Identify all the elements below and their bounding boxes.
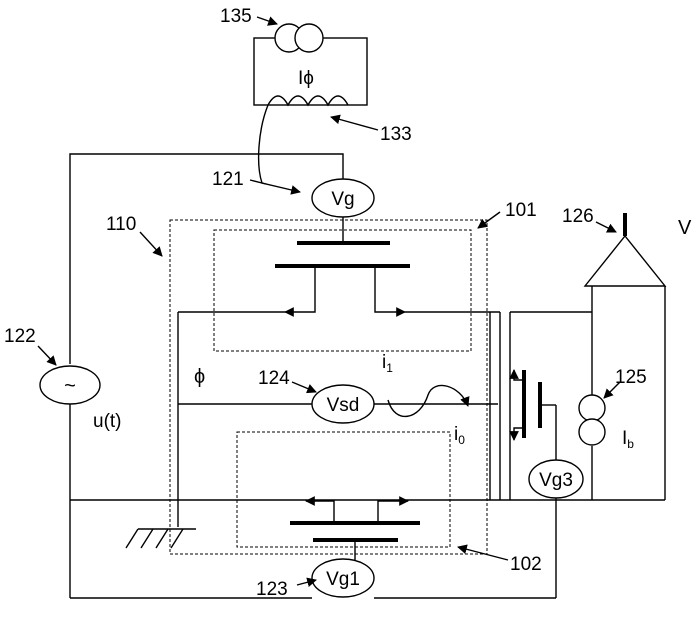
- wire-vg-to-left-rail: [70, 154, 343, 364]
- source-vg3: Vg3: [529, 460, 583, 498]
- triangle-126: [585, 213, 665, 286]
- ib-sub: b: [627, 437, 634, 451]
- i0-sub: 0: [458, 433, 465, 447]
- leader-133: [331, 117, 378, 130]
- ref-124: 124: [258, 368, 290, 389]
- i-phi-label: Iϕ: [298, 68, 314, 89]
- leader-110: [140, 232, 162, 256]
- ref-121: 121: [212, 169, 244, 190]
- region-101: [214, 230, 471, 351]
- ac-tilde: ~: [64, 375, 76, 397]
- ref-126: 126: [562, 206, 594, 227]
- vg3-label: Vg3: [539, 470, 573, 491]
- ref-122: 122: [4, 326, 36, 347]
- source-vg1: Vg1: [312, 559, 374, 597]
- ref-135: 135: [220, 6, 252, 27]
- ut-label: u(t): [93, 411, 122, 432]
- ref-110: 110: [106, 214, 136, 235]
- region-102: [237, 432, 450, 547]
- leader-124: [292, 382, 316, 392]
- ref-102: 102: [510, 554, 542, 575]
- vg1-label: Vg1: [326, 569, 360, 590]
- source-vg: Vg: [312, 179, 374, 217]
- leader-122: [38, 346, 56, 365]
- ib-label: Ib: [622, 428, 634, 451]
- vsd-label: Vsd: [327, 395, 360, 416]
- vg-label: Vg: [331, 189, 354, 210]
- leader-121: [250, 180, 266, 184]
- source-vsd: Vsd: [312, 385, 374, 423]
- current-loop-arrow: [388, 385, 468, 416]
- top-current-loop: [254, 24, 367, 105]
- ref-101: 101: [505, 200, 537, 221]
- transistor-102: [290, 501, 420, 562]
- leader-135: [257, 17, 277, 24]
- source-ac: ~: [40, 366, 100, 404]
- phi-label: ϕ: [194, 366, 205, 388]
- ref-123: 123: [256, 579, 288, 600]
- ref-133: 133: [380, 124, 412, 145]
- ground-symbol: [126, 529, 196, 548]
- v-corner-label: V: [678, 217, 692, 239]
- i1-label: i1: [382, 352, 393, 375]
- ref-125: 125: [615, 367, 647, 388]
- transistor-101: [178, 243, 500, 312]
- i1-sub: 1: [386, 361, 393, 375]
- coil-lead-to-121: [259, 105, 300, 192]
- leader-126: [596, 222, 616, 232]
- i0-label: i0: [454, 424, 465, 447]
- source-ib: [579, 395, 605, 445]
